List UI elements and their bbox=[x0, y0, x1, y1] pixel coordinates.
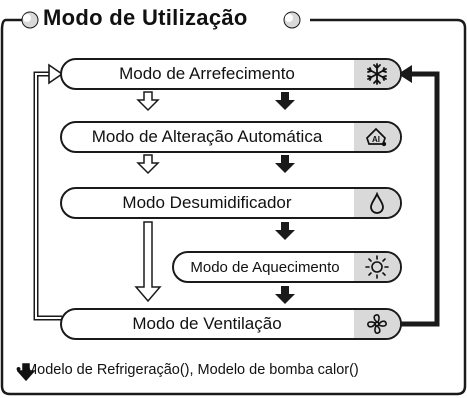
snowflake-icon bbox=[354, 60, 400, 88]
mode-heating: Modo de Aquecimento bbox=[172, 251, 402, 283]
title-bullet-left bbox=[21, 11, 39, 29]
water-drop-icon bbox=[354, 189, 400, 217]
mode-dehumidify-label: Modo Desumidificador bbox=[122, 193, 292, 212]
loop-arrow-left bbox=[33, 71, 62, 321]
hollow-arrow-long bbox=[134, 221, 162, 303]
hollow-arrow-1 bbox=[136, 91, 160, 112]
panel-title: Modo de Utilização bbox=[40, 4, 251, 32]
mode-auto-change-label: Modo de Alteração Automática bbox=[91, 127, 323, 146]
legend-mid-text: ), Modelo de bomba calor( bbox=[184, 362, 354, 378]
legend-footnote: • Modelo de Refrigeração( ), Modelo de b… bbox=[16, 362, 359, 382]
fan-icon bbox=[354, 310, 400, 338]
solid-arrow-4 bbox=[275, 286, 295, 304]
sun-icon bbox=[354, 253, 400, 281]
solid-arrow-2 bbox=[275, 155, 295, 173]
loop-arrow-left-head bbox=[48, 63, 64, 85]
mode-cooling: Modo de Arrefecimento bbox=[60, 58, 402, 90]
auto-ai-icon: AI bbox=[354, 123, 400, 151]
mode-ventilation: Modo de Ventilação bbox=[60, 308, 402, 340]
mode-ventilation-label: Modo de Ventilação bbox=[132, 314, 282, 333]
loop-arrow-right-head bbox=[398, 65, 412, 83]
legend-end-text: ) bbox=[353, 362, 359, 378]
mode-auto-change: Modo de Alteração Automática AI bbox=[60, 121, 402, 153]
panel-frame bbox=[0, 18, 467, 396]
svg-text:AI: AI bbox=[372, 135, 380, 144]
solid-arrow-3 bbox=[275, 222, 295, 240]
loop-arrow-right bbox=[400, 71, 440, 327]
mode-dehumidify: Modo Desumidificador bbox=[60, 187, 402, 219]
solid-arrow-1 bbox=[275, 92, 295, 110]
legend-cooling-text: Modelo de Refrigeração( bbox=[25, 362, 185, 378]
title-bullet-right bbox=[283, 11, 301, 29]
mode-cooling-label: Modo de Arrefecimento bbox=[119, 64, 295, 83]
legend-bullet: • bbox=[16, 362, 22, 378]
mode-heating-label: Modo de Aquecimento bbox=[190, 258, 340, 276]
solid-down-arrow-icon bbox=[18, 364, 34, 380]
hollow-arrow-2 bbox=[136, 154, 160, 175]
